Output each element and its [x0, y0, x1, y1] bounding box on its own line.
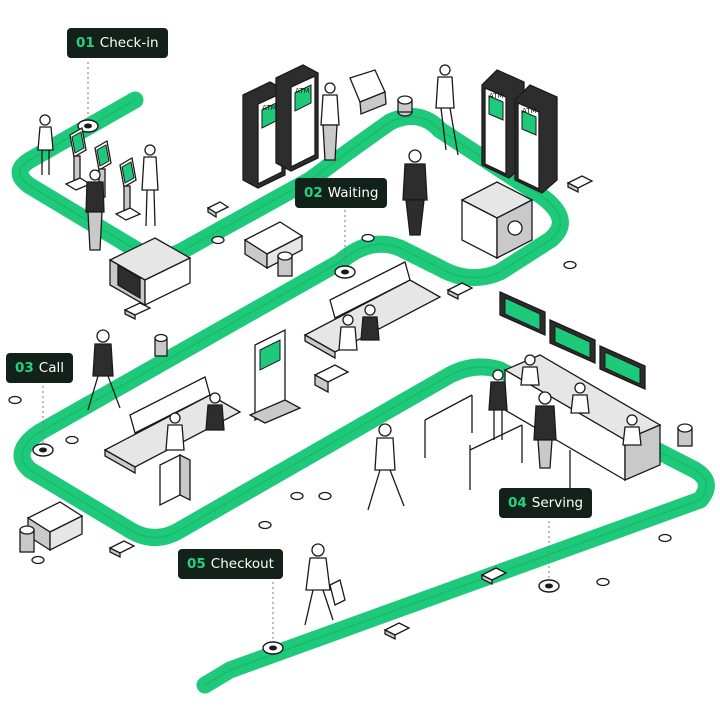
coin-icon: [361, 233, 375, 243]
person-icon: [320, 82, 340, 161]
safe-icon: [460, 181, 534, 260]
marker-serving: [538, 521, 560, 593]
stage-label-serving: 04 Serving: [499, 488, 593, 518]
marker-check-in: [77, 62, 99, 133]
stanchion-icon: [424, 394, 571, 495]
stage-label-check-in: 01 Check-in: [67, 28, 168, 58]
atm-sign: ATM: [262, 104, 277, 112]
coin-stack-icon: [19, 525, 35, 553]
check-in-area: [37, 114, 230, 321]
person-icon: [37, 114, 54, 175]
marker-waiting: [334, 210, 356, 279]
person-icon: [205, 392, 225, 431]
gold-bar-icon: [566, 175, 594, 194]
stage-number: 04: [508, 495, 527, 511]
gold-bar-icon: [383, 622, 411, 641]
coin-icon: [211, 235, 225, 245]
coin-icon: [596, 577, 610, 587]
stage-title: Checkout: [210, 556, 274, 572]
waiting-area: [154, 149, 534, 424]
stage-label-call: 03 Call: [6, 353, 73, 383]
person-icon: [85, 169, 105, 251]
kiosk-icon: [94, 139, 112, 198]
queue-display-icon: [248, 328, 302, 424]
cash-stack-icon: [26, 501, 84, 552]
coin-icon: [8, 395, 22, 405]
stage-title: Serving: [531, 495, 584, 511]
stage-title: Check-in: [99, 35, 159, 51]
coin-stack-icon: [154, 333, 168, 357]
kiosk-icon: [64, 126, 92, 191]
atm-sign: ATM: [522, 107, 537, 115]
gold-bar-icon: [108, 540, 136, 559]
atm-row: ATM ATM: [242, 64, 594, 194]
stage-label-checkout: 05 Checkout: [178, 549, 283, 579]
person-icon: [360, 304, 380, 341]
person-icon: [435, 64, 459, 156]
gold-bar-icon: [446, 282, 474, 301]
marker-checkout: [262, 582, 284, 655]
person-icon: [402, 149, 428, 236]
stage-title: Waiting: [327, 185, 379, 201]
atm-machine-icon: ATM: [514, 84, 558, 194]
bench-icon: [303, 261, 442, 360]
atm-machine-icon: ATM: [275, 64, 319, 172]
queue-display-icon: [499, 290, 546, 337]
coin-icon: [31, 555, 45, 565]
luggage-icon: [159, 453, 191, 507]
call-area: [19, 329, 405, 559]
gold-bar-icon: [480, 567, 508, 586]
person-icon: [141, 144, 159, 227]
cash-stack-icon: [243, 221, 304, 270]
coin-icon: [658, 533, 672, 543]
safe-icon: [108, 237, 192, 307]
atm-sign: ATM: [489, 92, 504, 100]
stage-number: 01: [76, 35, 95, 51]
stage-label-waiting: 02 Waiting: [295, 178, 388, 208]
person-icon: [622, 414, 642, 446]
stage-number: 02: [304, 185, 323, 201]
gold-bar-icon: [123, 302, 152, 321]
queue-display-icon: [599, 344, 646, 391]
stage-number: 05: [187, 556, 206, 572]
marker-call: [32, 386, 54, 457]
person-icon: [520, 354, 540, 386]
atm-sign: ATM: [295, 87, 310, 95]
person-icon: [533, 391, 557, 469]
person-icon: [87, 329, 121, 411]
stage-number: 03: [15, 360, 34, 376]
person-icon: [367, 423, 405, 511]
luggage-icon: [313, 364, 350, 394]
person-icon: [304, 543, 346, 626]
coin-icon: [290, 491, 304, 501]
coin-icon: [318, 491, 332, 501]
stage-title: Call: [38, 360, 64, 376]
checkout-area: [304, 543, 411, 641]
stage-markers: [32, 62, 560, 655]
scattered-coins: [8, 233, 672, 587]
gold-bar-icon: [206, 201, 230, 219]
serving-area: [424, 290, 693, 586]
person-icon: [338, 314, 358, 351]
wallet-icon: [349, 69, 387, 115]
coin-icon: [258, 520, 272, 530]
coin-icon: [65, 435, 79, 445]
person-icon: [165, 412, 185, 451]
coin-stack-icon: [277, 251, 293, 277]
kiosk-icon: [114, 156, 142, 221]
person-icon: [570, 382, 590, 414]
coin-stack-icon: [397, 95, 413, 117]
coin-icon: [563, 260, 577, 270]
queue-display-icon: [549, 318, 596, 365]
atm-machine-icon: ATM: [481, 69, 525, 179]
coin-stack-icon: [677, 423, 693, 447]
